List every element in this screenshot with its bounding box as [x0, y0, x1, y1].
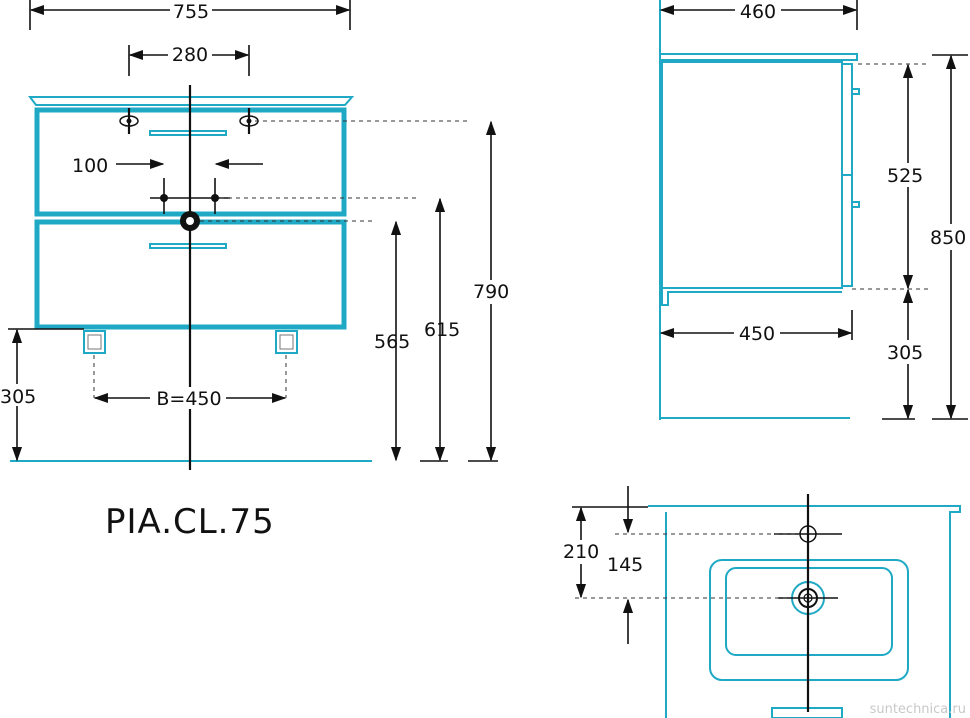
dim-side-leg-height: 305 [887, 342, 923, 364]
dim-leg-spacing: B=450 [156, 388, 221, 410]
front-view: 755 280 100 B=450 305 565 615 790 P [0, 0, 512, 542]
dim-drain-height: 565 [374, 331, 410, 353]
dim-cabinet-height: 525 [887, 165, 923, 187]
connector-symbols [150, 178, 230, 231]
dim-leg-height: 305 [0, 386, 36, 408]
dim-connector-spacing: 100 [72, 155, 108, 177]
basin-outline [648, 505, 961, 718]
side-view: 460 450 525 305 850 [659, 0, 970, 420]
dim-tap-spacing: 280 [172, 44, 208, 66]
top-view: 145 210 suntechnica.ru [562, 486, 966, 718]
dim-width: 755 [173, 1, 209, 23]
dim-side-total-height: 850 [930, 227, 966, 249]
front-legs [83, 330, 298, 354]
dim-connector-height: 615 [424, 319, 460, 341]
model-title: PIA.CL.75 [105, 502, 275, 542]
dim-body-depth: 450 [739, 323, 775, 345]
dim-top-depth: 460 [740, 1, 776, 23]
watermark: suntechnica.ru [870, 702, 966, 717]
side-cabinet [659, 0, 860, 420]
dim-tap-to-drain: 145 [607, 554, 643, 576]
dim-back-to-drain: 210 [563, 541, 599, 563]
dim-total-height: 790 [473, 281, 509, 303]
